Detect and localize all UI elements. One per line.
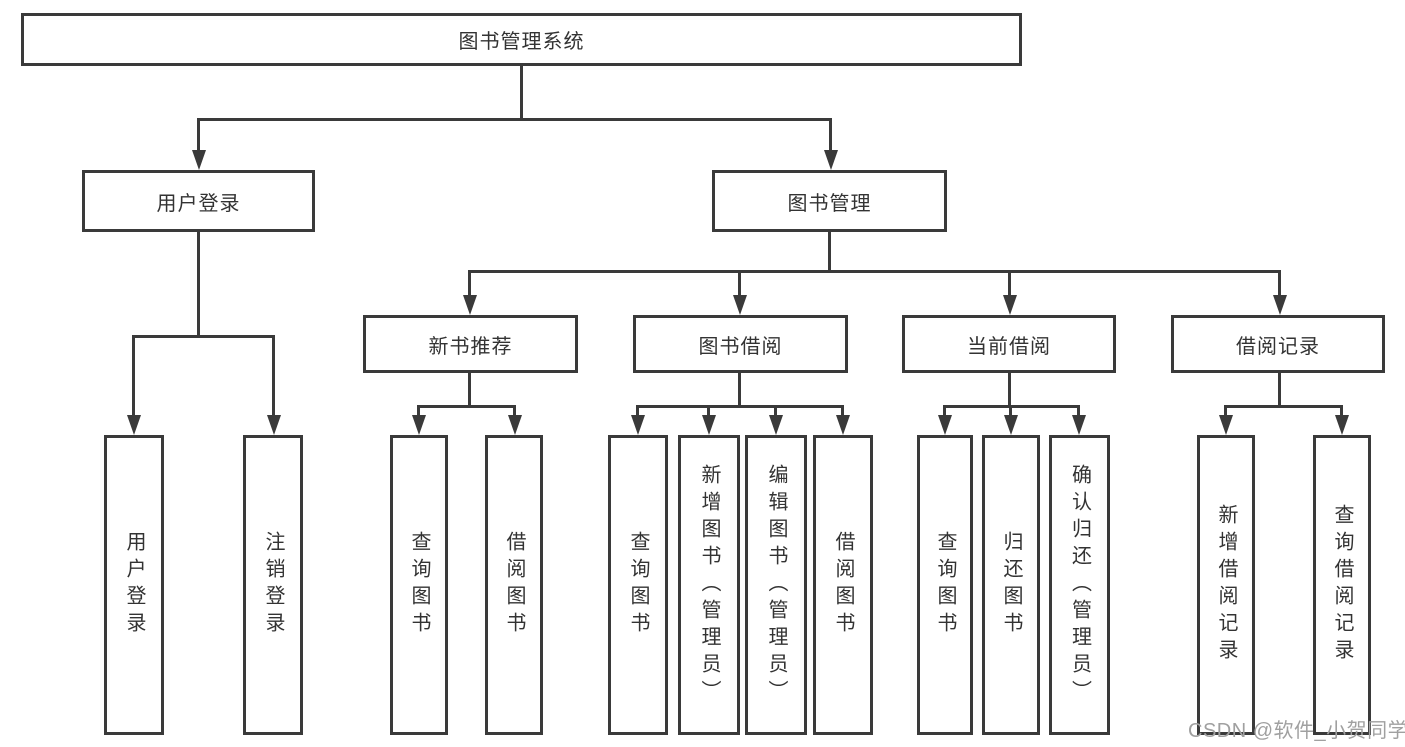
connector-line xyxy=(1008,373,1011,405)
leaf-add-borrow-record-label: 新增借阅记录 xyxy=(1215,504,1237,666)
connector-line xyxy=(197,118,200,152)
connector-line xyxy=(132,335,275,338)
connector-line xyxy=(417,405,516,408)
leaf-user-login-label: 用户登录 xyxy=(123,531,145,639)
connector-line xyxy=(520,66,523,118)
connector-arrowhead xyxy=(1072,415,1086,435)
leaf-edit-book-admin-label: 编辑图书（管理员） xyxy=(765,463,787,707)
connector-line xyxy=(707,405,710,417)
connector-line xyxy=(1077,405,1080,417)
connector-arrowhead xyxy=(824,150,838,170)
leaf-user-login: 用户登录 xyxy=(104,435,164,735)
connector-line xyxy=(1278,373,1281,405)
connector-arrowhead xyxy=(769,415,783,435)
leaf-borrow-books-recommend-label: 借阅图书 xyxy=(503,531,525,639)
connector-arrowhead xyxy=(733,295,747,315)
node-book-borrow: 图书借阅 xyxy=(633,315,848,373)
node-current-borrow-label: 当前借阅 xyxy=(967,335,1051,358)
leaf-logout-label: 注销登录 xyxy=(262,531,284,639)
connector-line xyxy=(636,405,639,417)
connector-arrowhead xyxy=(631,415,645,435)
connector-arrowhead xyxy=(1273,295,1287,315)
connector-line xyxy=(841,405,844,417)
leaf-logout: 注销登录 xyxy=(243,435,303,735)
connector-arrowhead xyxy=(1219,415,1233,435)
connector-arrowhead xyxy=(192,150,206,170)
connector-line xyxy=(1224,405,1227,417)
connector-line xyxy=(828,232,831,270)
leaf-add-book-admin: 新增图书（管理员） xyxy=(678,435,740,735)
leaf-query-books-borrow: 查询图书 xyxy=(608,435,668,735)
leaf-confirm-return-admin: 确认归还（管理员） xyxy=(1049,435,1110,735)
connector-arrowhead xyxy=(836,415,850,435)
connector-line xyxy=(132,335,135,415)
connector-arrowhead xyxy=(938,415,952,435)
connector-line xyxy=(197,232,200,335)
connector-line xyxy=(943,405,946,417)
connector-arrowhead xyxy=(267,415,281,435)
node-borrow-records: 借阅记录 xyxy=(1171,315,1385,373)
node-root-label: 图书管理系统 xyxy=(458,31,585,53)
connector-line xyxy=(468,373,471,405)
leaf-query-books-recommend: 查询图书 xyxy=(390,435,448,735)
leaf-query-books-current-label: 查询图书 xyxy=(934,531,956,639)
connector-arrowhead xyxy=(508,415,522,435)
connector-line xyxy=(738,270,741,297)
leaf-query-books-current: 查询图书 xyxy=(917,435,973,735)
connector-line xyxy=(468,270,1281,273)
node-new-book-recommend-label: 新书推荐 xyxy=(428,335,513,358)
watermark: CSDN @软件_小贺同学 xyxy=(1188,720,1405,742)
connector-arrowhead xyxy=(463,295,477,315)
connector-line xyxy=(1278,270,1281,297)
leaf-return-books: 归还图书 xyxy=(982,435,1040,735)
connector-line xyxy=(272,335,275,415)
leaf-add-borrow-record: 新增借阅记录 xyxy=(1197,435,1255,735)
leaf-confirm-return-admin-label: 确认归还（管理员） xyxy=(1068,463,1091,707)
connector-arrowhead xyxy=(1003,295,1017,315)
connector-line xyxy=(1340,405,1343,417)
connector-arrowhead xyxy=(702,415,716,435)
leaf-query-books-borrow-label: 查询图书 xyxy=(627,531,649,639)
node-user-login-label: 用户登录 xyxy=(156,192,241,215)
leaf-query-borrow-record-label: 查询借阅记录 xyxy=(1331,504,1353,666)
leaf-borrow-books-recommend: 借阅图书 xyxy=(485,435,543,735)
leaf-edit-book-admin: 编辑图书（管理员） xyxy=(745,435,807,735)
leaf-query-books-recommend-label: 查询图书 xyxy=(408,531,430,639)
connector-line xyxy=(197,118,832,121)
connector-arrowhead xyxy=(127,415,141,435)
leaf-query-borrow-record: 查询借阅记录 xyxy=(1313,435,1371,735)
leaf-borrow-books: 借阅图书 xyxy=(813,435,873,735)
connector-line xyxy=(417,405,420,417)
node-book-borrow-label: 图书借阅 xyxy=(698,335,783,358)
node-book-management: 图书管理 xyxy=(712,170,947,232)
connector-line xyxy=(636,405,844,408)
node-borrow-records-label: 借阅记录 xyxy=(1236,335,1320,358)
connector-line xyxy=(513,405,516,417)
connector-line xyxy=(738,373,741,405)
connector-line xyxy=(774,405,777,417)
node-current-borrow: 当前借阅 xyxy=(902,315,1116,373)
connector-line xyxy=(829,118,832,152)
connector-arrowhead xyxy=(1335,415,1349,435)
node-book-management-label: 图书管理 xyxy=(787,192,872,215)
node-user-login: 用户登录 xyxy=(82,170,315,232)
connector-line xyxy=(1008,270,1011,297)
node-new-book-recommend: 新书推荐 xyxy=(363,315,578,373)
connector-arrowhead xyxy=(1004,415,1018,435)
leaf-add-book-admin-label: 新增图书（管理员） xyxy=(698,463,720,707)
connector-line xyxy=(1009,405,1012,417)
leaf-return-books-label: 归还图书 xyxy=(1000,531,1022,639)
connector-arrowhead xyxy=(412,415,426,435)
node-root: 图书管理系统 xyxy=(21,13,1022,66)
connector-line xyxy=(1224,405,1343,408)
leaf-borrow-books-label: 借阅图书 xyxy=(832,531,854,639)
connector-line xyxy=(468,270,471,297)
